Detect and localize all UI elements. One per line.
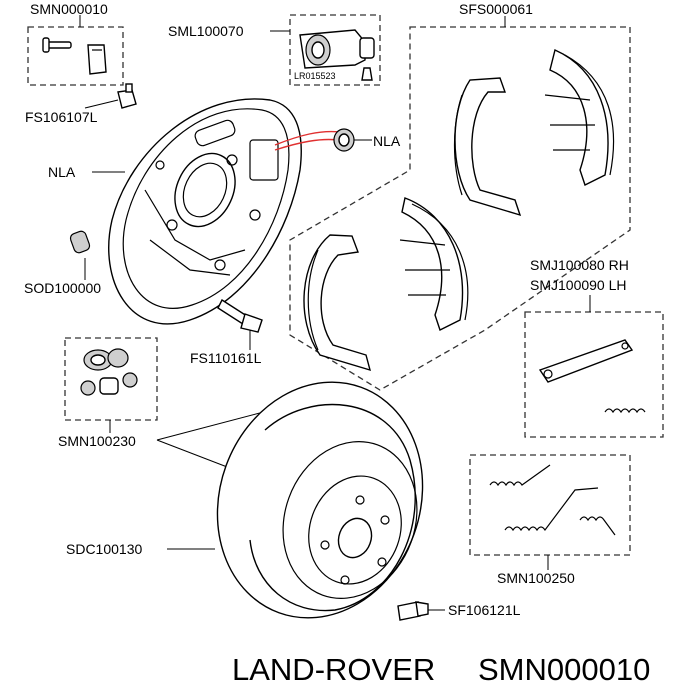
- label-smn000010: SMN000010: [30, 1, 108, 17]
- smn000010-box: [27, 26, 124, 86]
- label-fs106107l: FS106107L: [25, 109, 98, 125]
- smj-lever: [538, 339, 646, 414]
- group-boxes: [27, 14, 664, 556]
- brake-drum: [216, 381, 424, 619]
- sfs000061-box: [289, 26, 631, 391]
- label-sml100070: SML100070: [168, 23, 244, 39]
- label-smn100230: SMN100230: [58, 433, 136, 449]
- smn000010-parts: [42, 37, 107, 75]
- label-sod100000: SOD100000: [24, 280, 101, 296]
- smn100230-box: [64, 337, 158, 421]
- brake-shoes-upper: [453, 49, 615, 217]
- label-nla-right: NLA: [373, 133, 401, 149]
- label-lr015523: LR015523: [294, 71, 336, 81]
- label-smj100090: SMJ100090 LH: [530, 277, 627, 293]
- smj-box: [524, 311, 664, 438]
- wheel-cylinder: [299, 29, 375, 81]
- brake-shoes-lower: [303, 197, 469, 372]
- smn100250-box: [469, 454, 631, 556]
- label-sf106121l: SF106121L: [448, 602, 521, 618]
- springs: [489, 464, 616, 536]
- label-nla-left: NLA: [48, 164, 76, 180]
- label-sfs000061: SFS000061: [459, 1, 533, 17]
- label-smn100250: SMN100250: [497, 570, 575, 586]
- adjuster-kit: [80, 348, 138, 396]
- label-smj100080: SMJ100080 RH: [530, 257, 629, 273]
- footer-brand: LAND-ROVER: [232, 652, 435, 687]
- footer-part-number: SMN000010: [478, 652, 650, 687]
- sml100070-box: [289, 14, 381, 86]
- leader-lines: [79, 15, 591, 611]
- label-sdc100130: SDC100130: [66, 541, 142, 557]
- part-labels: SMN000010 SML100070 LR015523 SFS000061 F…: [24, 1, 629, 618]
- backing-plate: [108, 98, 341, 325]
- label-fs110161l: FS110161L: [190, 350, 262, 366]
- footer: LAND-ROVER SMN000010: [232, 652, 650, 687]
- fasteners: [69, 83, 429, 621]
